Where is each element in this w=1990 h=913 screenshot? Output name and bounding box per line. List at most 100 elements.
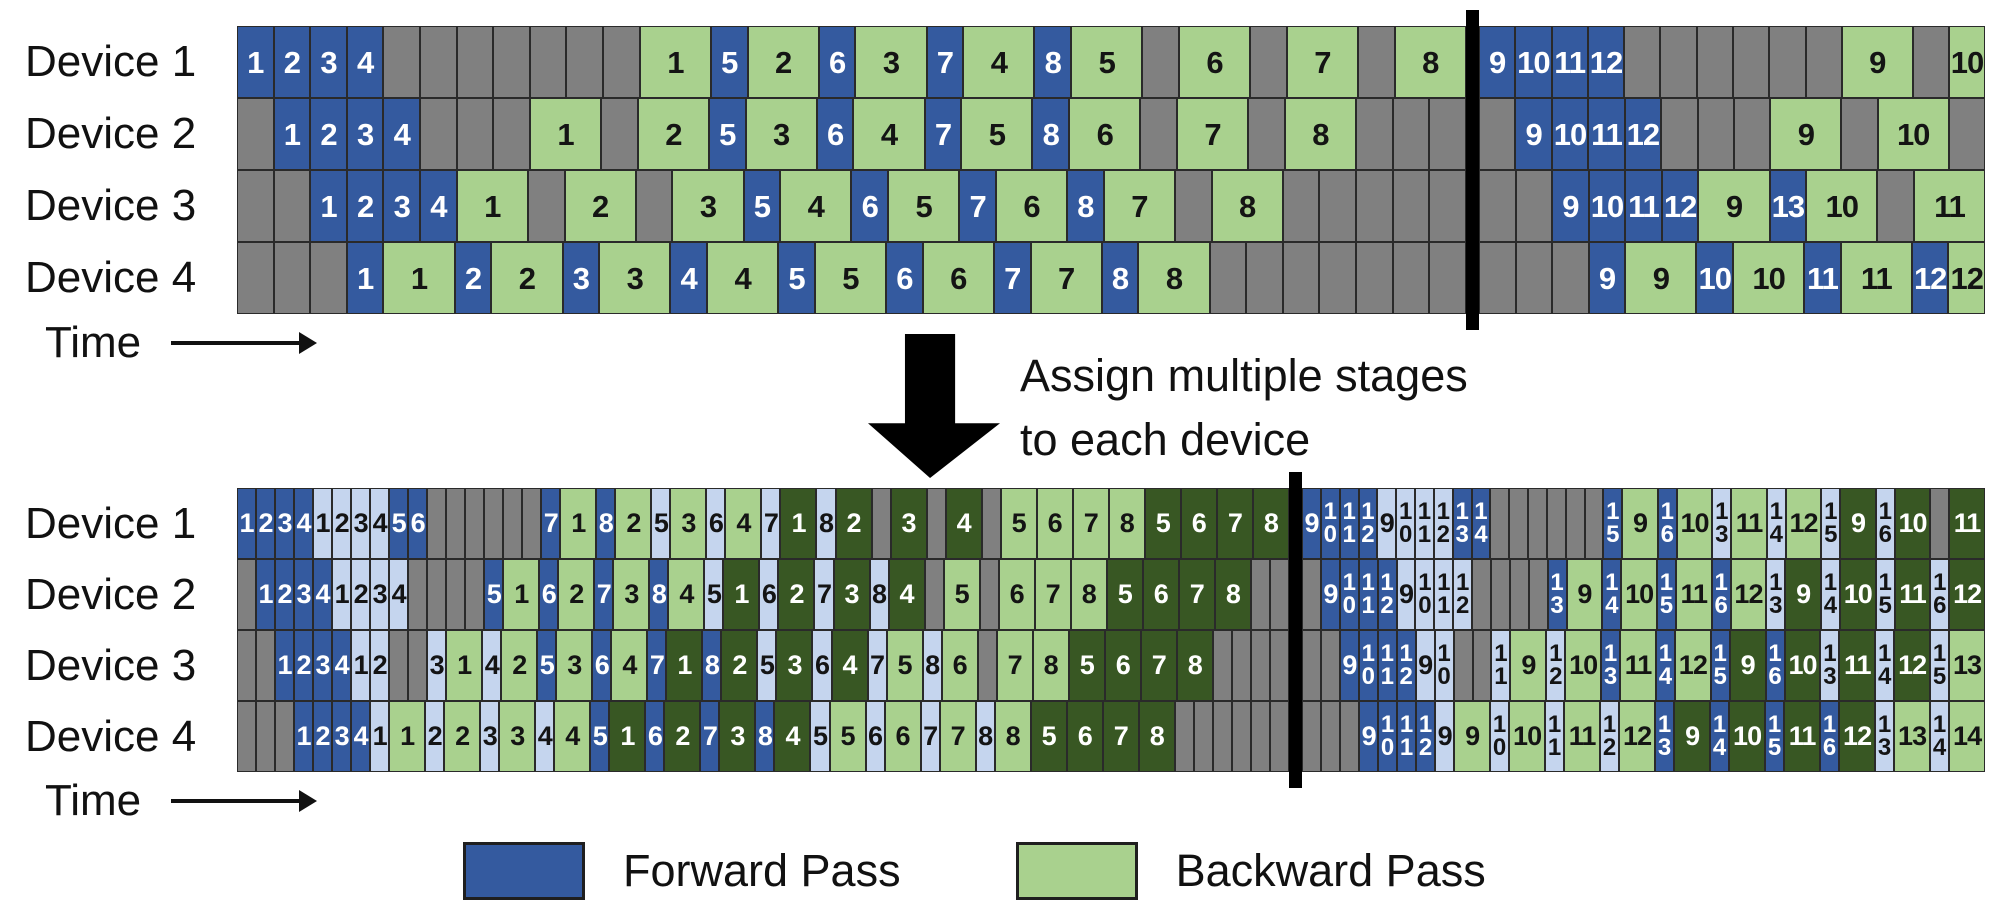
backward-cell-2: 2: [558, 559, 595, 630]
backward-cell-6: 6: [941, 630, 978, 701]
backward-cell-9: 9: [1840, 488, 1876, 559]
idle-cell: [1478, 98, 1516, 170]
forward-cell-1: 1: [346, 242, 384, 314]
idle-cell: [635, 170, 673, 242]
backward-cell-9: 9: [1729, 630, 1766, 701]
backward-cell-11: 11: [1731, 488, 1767, 559]
forward-cell-10: 10: [1696, 242, 1733, 314]
idle-cell: [1269, 559, 1289, 630]
backward-cell-5: 5: [1071, 26, 1143, 98]
idle-cell: [310, 242, 347, 314]
backward-cell-10: 10: [1676, 488, 1713, 559]
forward-cell-3: 3: [275, 488, 295, 559]
backward-cell-6: 6: [1178, 26, 1251, 98]
backward-cell-8: 8: [994, 701, 1031, 772]
forward-cell-7: 7: [700, 701, 720, 772]
backward-cell-8: 8: [1176, 630, 1213, 701]
idle-cell: [237, 98, 274, 170]
forward-cell-7: 7: [959, 170, 996, 242]
forward-cell-8: 8: [1032, 98, 1070, 170]
backward-cell-9: 9: [1566, 559, 1603, 630]
backward-cell-1: 1: [609, 701, 646, 772]
backward-cell-5: 5: [1000, 488, 1037, 559]
legend: Forward Pass Backward Pass: [463, 842, 1486, 900]
idle-cell: [1140, 98, 1177, 170]
forward-cell-2: 2: [454, 242, 492, 314]
idle-cell: [1356, 98, 1393, 170]
idle-cell: [1142, 26, 1179, 98]
idle-cell: [1246, 242, 1283, 314]
backward-cell-1: 1: [560, 488, 597, 559]
idle-cell: [1546, 488, 1566, 559]
backward-cell-6: 6: [1104, 630, 1141, 701]
forward-cell-10: 10: [1515, 26, 1552, 98]
forward-cell-5: 5: [708, 98, 746, 170]
idle-cell: [456, 26, 494, 98]
forward-cell-9: 9: [1588, 242, 1626, 314]
backward-cell-9: 9: [1785, 559, 1822, 630]
forward-cell-5: 5: [704, 559, 724, 630]
idle-cell: [871, 488, 891, 559]
backward-cell-10: 10: [1729, 701, 1766, 772]
backward-cell-8: 8: [1032, 630, 1069, 701]
time-label: Time: [45, 318, 142, 367]
forward-cell-11: 11: [1588, 98, 1625, 170]
idle-cell: [1269, 701, 1289, 772]
backward-cell-9: 9: [1770, 98, 1842, 170]
idle-cell: [427, 559, 447, 630]
backward-cell-3: 3: [719, 701, 756, 772]
forward-cell-6: 6: [706, 488, 726, 559]
pipeline-flush-divider: [1289, 472, 1303, 788]
idle-cell: [1429, 170, 1466, 242]
idle-cell: [1212, 630, 1232, 701]
backward-cell-5: 5: [1144, 488, 1181, 559]
backward-cell-1: 1: [780, 488, 817, 559]
backward-cell-7: 7: [1103, 170, 1175, 242]
forward-cell-1: 1: [294, 701, 314, 772]
idle-cell: [1697, 98, 1735, 170]
forward-cell-2: 2: [273, 26, 311, 98]
backward-cell-3: 3: [599, 242, 671, 314]
backward-cell-14: 14: [1949, 701, 1986, 772]
backward-cell-10: 10: [1733, 242, 1805, 314]
idle-cell: [427, 488, 447, 559]
forward-cell-2: 2: [370, 630, 390, 701]
forward-cell-2: 2: [313, 701, 333, 772]
backward-cell-10: 10: [1948, 26, 1986, 98]
backward-cell-1: 1: [639, 26, 711, 98]
backward-cell-11: 11: [1564, 701, 1601, 772]
forward-cell-2: 2: [425, 701, 445, 772]
idle-cell: [408, 630, 428, 701]
forward-cell-5: 5: [810, 701, 830, 772]
backward-cell-2: 2: [615, 488, 652, 559]
forward-cell-1: 1: [256, 559, 276, 630]
idle-cell: [1250, 26, 1287, 98]
forward-cell-9: 9: [1396, 559, 1416, 630]
backward-cell-7: 7: [1140, 630, 1177, 701]
forward-cell-11: 11: [1551, 26, 1588, 98]
backward-cell-7: 7: [1030, 242, 1102, 314]
forward-cell-4: 4: [313, 559, 333, 630]
backward-cell-5: 5: [888, 170, 960, 242]
